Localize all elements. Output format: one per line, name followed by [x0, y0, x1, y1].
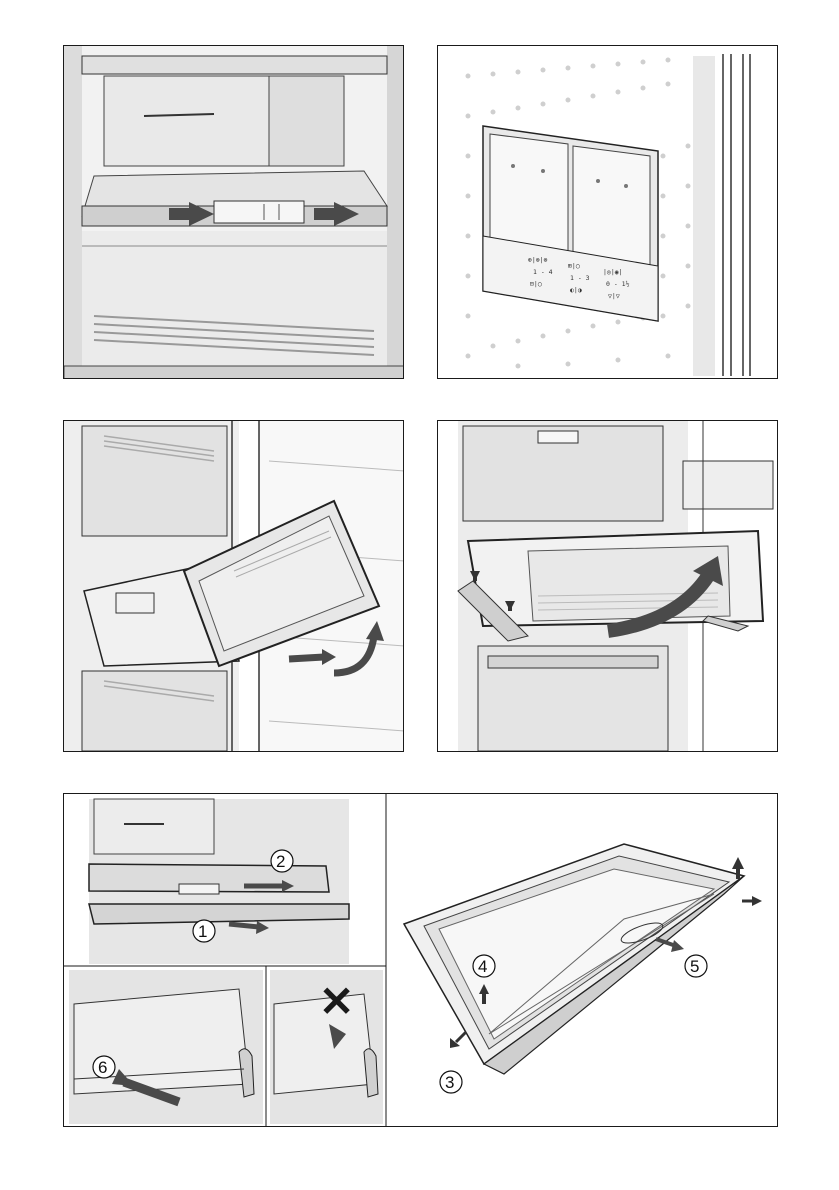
callout-6-circle [92, 1055, 116, 1079]
figure-drawer-lift-removal [437, 420, 778, 752]
shelf-disassembly-illustration: 2 1 6 ✕ 4 5 3 [64, 794, 777, 1126]
callout-3-circle [439, 1070, 463, 1094]
callout-1: 1 [198, 922, 207, 941]
shelf-slide-illustration [64, 46, 403, 378]
callout-6: 6 [98, 1058, 107, 1077]
symbol-row-1: ⊕|⊗|⊗ [528, 256, 548, 264]
figure-shelf-slide [63, 45, 404, 379]
symbol-row-2b: ◐|◑ [570, 286, 582, 294]
callout-4-circle [472, 954, 496, 978]
callout-1-circle [192, 919, 216, 943]
symbol-range-3: 0 - 1½ [606, 280, 630, 288]
callout-5: 5 [690, 957, 699, 976]
figure-climate-label-panel: ⊕|⊗|⊗ ⊞|◯ |◎|◉| 1 - 4 1 - 3 0 - 1½ ⊟|◯ ◐… [437, 45, 778, 379]
figure-shelf-disassembly: 2 1 6 ✕ 4 5 3 [63, 793, 778, 1127]
callout-5-circle [684, 954, 708, 978]
drawer-lift-illustration [438, 421, 777, 751]
symbol-row-1b: ⊞|◯ [568, 262, 580, 270]
symbol-range-2: 1 - 3 [570, 274, 590, 282]
symbol-range-1: 1 - 4 [533, 268, 553, 276]
symbol-row-2c: ▽|▽ [608, 292, 620, 300]
figure-drawer-tilt-removal [63, 420, 404, 752]
callout-4: 4 [478, 957, 487, 976]
symbol-row-2a: ⊟|◯ [530, 280, 542, 288]
callout-2: 2 [276, 852, 285, 871]
callout-3: 3 [445, 1073, 454, 1092]
callout-2-circle [270, 849, 294, 873]
drawer-tilt-illustration [64, 421, 403, 751]
symbol-row-1c: |◎|◉| [603, 268, 623, 276]
label-panel-illustration: ⊕|⊗|⊗ ⊞|◯ |◎|◉| 1 - 4 1 - 3 0 - 1½ ⊟|◯ ◐… [438, 46, 777, 378]
prohibited-x-mark: ✕ [319, 978, 354, 1025]
